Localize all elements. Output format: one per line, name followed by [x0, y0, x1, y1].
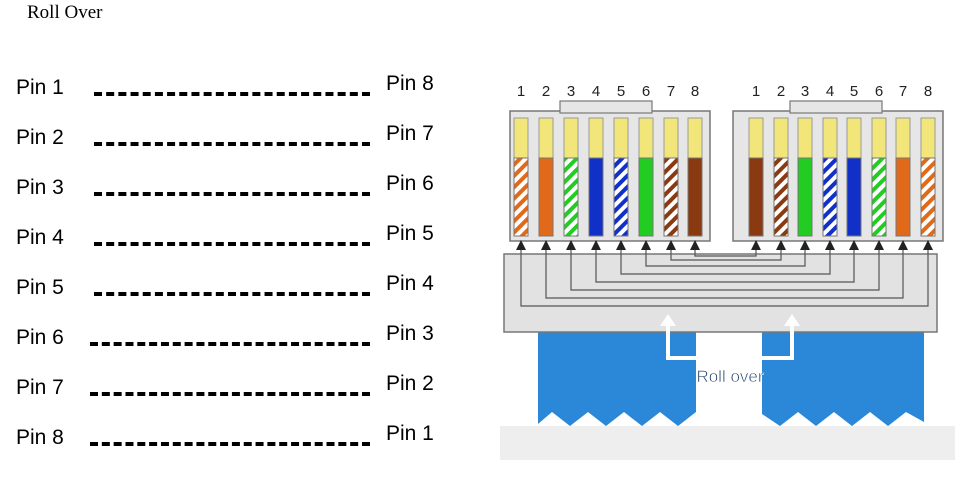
right-wires [748, 117, 936, 237]
left-wire-2 [538, 157, 554, 237]
left-contact-5 [613, 117, 629, 159]
connector-housing [503, 253, 938, 333]
callout-arrow-left-icon [660, 314, 676, 326]
right-wire-7 [895, 157, 911, 237]
left-pin-number-6: 6 [642, 83, 650, 100]
mapping-line-4 [94, 242, 370, 246]
mapping-line-7 [90, 392, 370, 396]
left-pin-3: Pin 3 [16, 176, 64, 199]
right-wire-4 [822, 157, 838, 237]
right-pin-number-3: 3 [801, 83, 809, 100]
right-pin-number-4: 4 [826, 83, 834, 100]
mapping-line-8 [90, 442, 370, 446]
right-contact-8 [920, 117, 936, 159]
left-pin-1: Pin 1 [16, 76, 64, 99]
left-pin-4: Pin 4 [16, 226, 64, 249]
left-wire-6 [638, 157, 654, 237]
right-wire-5 [846, 157, 862, 237]
left-pin-2: Pin 2 [16, 126, 64, 149]
left-wire-3 [563, 157, 579, 237]
mapping-line-2 [94, 142, 370, 146]
right-wire-3 [797, 157, 813, 237]
right-pin-7: Pin 2 [386, 372, 434, 395]
left-wire-7 [663, 157, 679, 237]
right-pin-number-2: 2 [777, 83, 785, 100]
left-wire-8 [687, 157, 703, 237]
left-pin-number-1: 1 [517, 83, 525, 100]
mapping-line-6 [90, 342, 370, 346]
left-contact-8 [687, 117, 703, 159]
right-wire-1 [748, 157, 764, 237]
right-contact-7 [895, 117, 911, 159]
right-contact-2 [773, 117, 789, 159]
left-wires [513, 117, 703, 237]
right-pin-2: Pin 7 [386, 122, 434, 145]
left-pin-number-7: 7 [667, 83, 675, 100]
left-pin-number-8: 8 [691, 83, 699, 100]
right-contact-1 [748, 117, 764, 159]
right-cable [762, 326, 924, 426]
left-pin-number-2: 2 [542, 83, 550, 100]
right-pin-5: Pin 4 [386, 272, 434, 295]
rollover-traces [520, 250, 929, 307]
rollover-label: Roll over [696, 367, 763, 386]
right-pin-8: Pin 1 [386, 422, 434, 445]
right-wire-8 [920, 157, 936, 237]
right-contact-3 [797, 117, 813, 159]
rollover-cable-diagram: 1 2 3 4 5 6 7 8 1 2 3 4 5 6 7 8 [500, 74, 955, 460]
page-title: Roll Over [27, 2, 103, 23]
callout-arrow-right-icon [784, 314, 800, 326]
left-pin-7: Pin 7 [16, 376, 64, 399]
right-connector-head [732, 110, 944, 242]
left-pin-5: Pin 5 [16, 276, 64, 299]
right-pin-number-8: 8 [924, 83, 932, 100]
right-latch [789, 100, 883, 114]
right-wire-6 [871, 157, 887, 237]
left-pin-number-5: 5 [617, 83, 625, 100]
left-contact-4 [588, 117, 604, 159]
left-wire-5 [613, 157, 629, 237]
right-pin-number-6: 6 [875, 83, 883, 100]
right-pin-6: Pin 3 [386, 322, 434, 345]
right-wire-2 [773, 157, 789, 237]
floor-panel [500, 426, 955, 460]
mapping-line-3 [94, 192, 370, 196]
left-pin-number-3: 3 [567, 83, 575, 100]
right-contact-4 [822, 117, 838, 159]
right-pin-number-7: 7 [899, 83, 907, 100]
left-pin-number-4: 4 [592, 83, 600, 100]
pin-arrows [516, 240, 933, 250]
left-contact-6 [638, 117, 654, 159]
left-contact-2 [538, 117, 554, 159]
left-pin-6: Pin 6 [16, 326, 64, 349]
mapping-line-5 [94, 292, 370, 296]
rollover-callout-arrows [666, 324, 794, 360]
left-contact-7 [663, 117, 679, 159]
mapping-line-1 [94, 92, 370, 96]
left-wire-4 [588, 157, 604, 237]
right-pin-4: Pin 5 [386, 222, 434, 245]
right-pin-3: Pin 6 [386, 172, 434, 195]
left-cable [538, 326, 696, 426]
right-pin-number-1: 1 [752, 83, 760, 100]
left-contact-1 [513, 117, 529, 159]
right-pin-1: Pin 8 [386, 72, 434, 95]
right-contact-5 [846, 117, 862, 159]
right-pin-number-5: 5 [850, 83, 858, 100]
right-contact-6 [871, 117, 887, 159]
left-pin-8: Pin 8 [16, 426, 64, 449]
left-contact-3 [563, 117, 579, 159]
left-latch [559, 100, 653, 114]
left-wire-1 [513, 157, 529, 237]
